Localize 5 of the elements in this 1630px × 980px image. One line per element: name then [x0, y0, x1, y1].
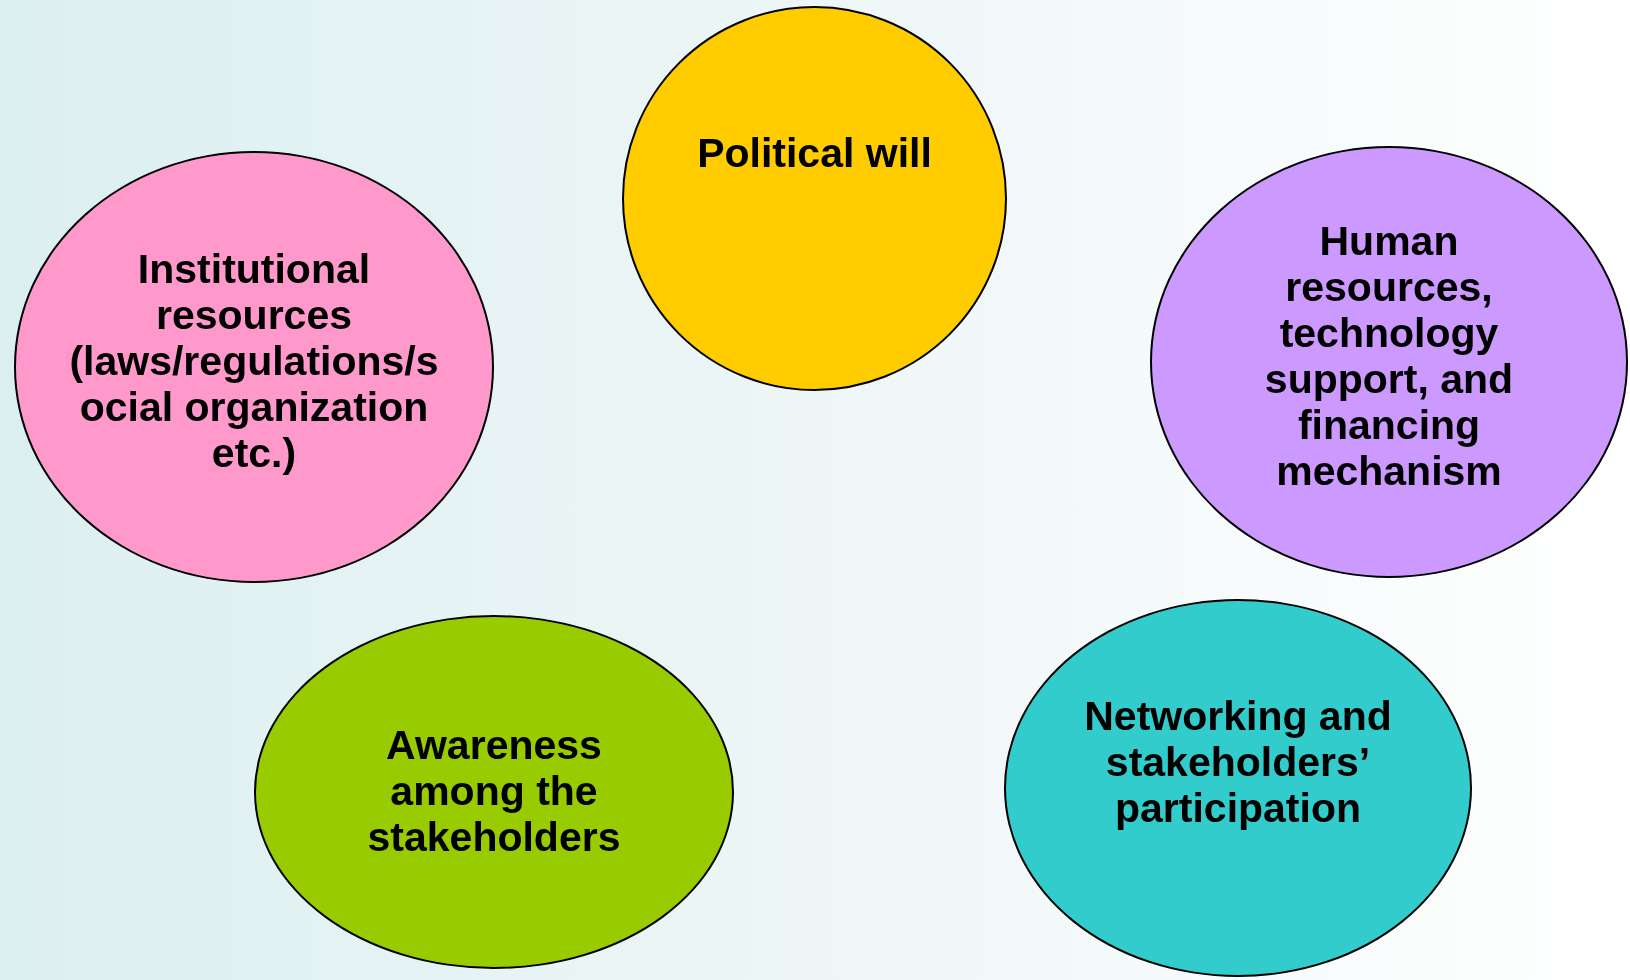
- node-label: Institutional resources (laws/regulations/social organization etc.): [69, 247, 439, 477]
- node-label: Political will: [697, 130, 932, 177]
- node-label: Human resources, technology support, and financing mechanism: [1263, 219, 1515, 495]
- node-label: Awareness among the stakeholders: [366, 723, 622, 861]
- node-label: Networking and stakeholders’ participation: [1083, 694, 1393, 832]
